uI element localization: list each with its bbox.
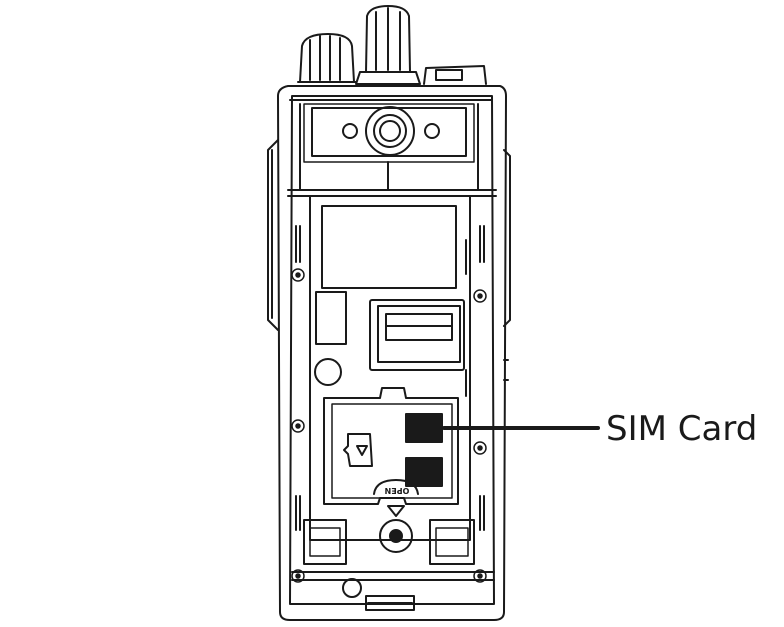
sim-cover — [323, 387, 459, 505]
camera-lens-icon — [365, 106, 415, 156]
top-connector-icon — [423, 65, 487, 85]
camera-panel — [299, 103, 479, 191]
sim-card-callout-label: SIM Card — [606, 409, 758, 449]
microphone-port-icon — [314, 358, 342, 386]
cover-open-label: OPEN — [384, 486, 410, 495]
channel-knob-icon — [355, 5, 421, 85]
battery-bay — [295, 195, 485, 541]
sim-slot-icon — [405, 413, 443, 443]
screw-icon — [291, 268, 487, 583]
cover-lock-icon — [373, 479, 419, 553]
battery-latch-icon — [369, 299, 465, 371]
sim-slot-secondary-icon — [405, 457, 443, 487]
volume-knob-icon — [297, 33, 357, 83]
microsd-slot-icon — [343, 433, 373, 467]
bottom-feet — [291, 519, 495, 611]
